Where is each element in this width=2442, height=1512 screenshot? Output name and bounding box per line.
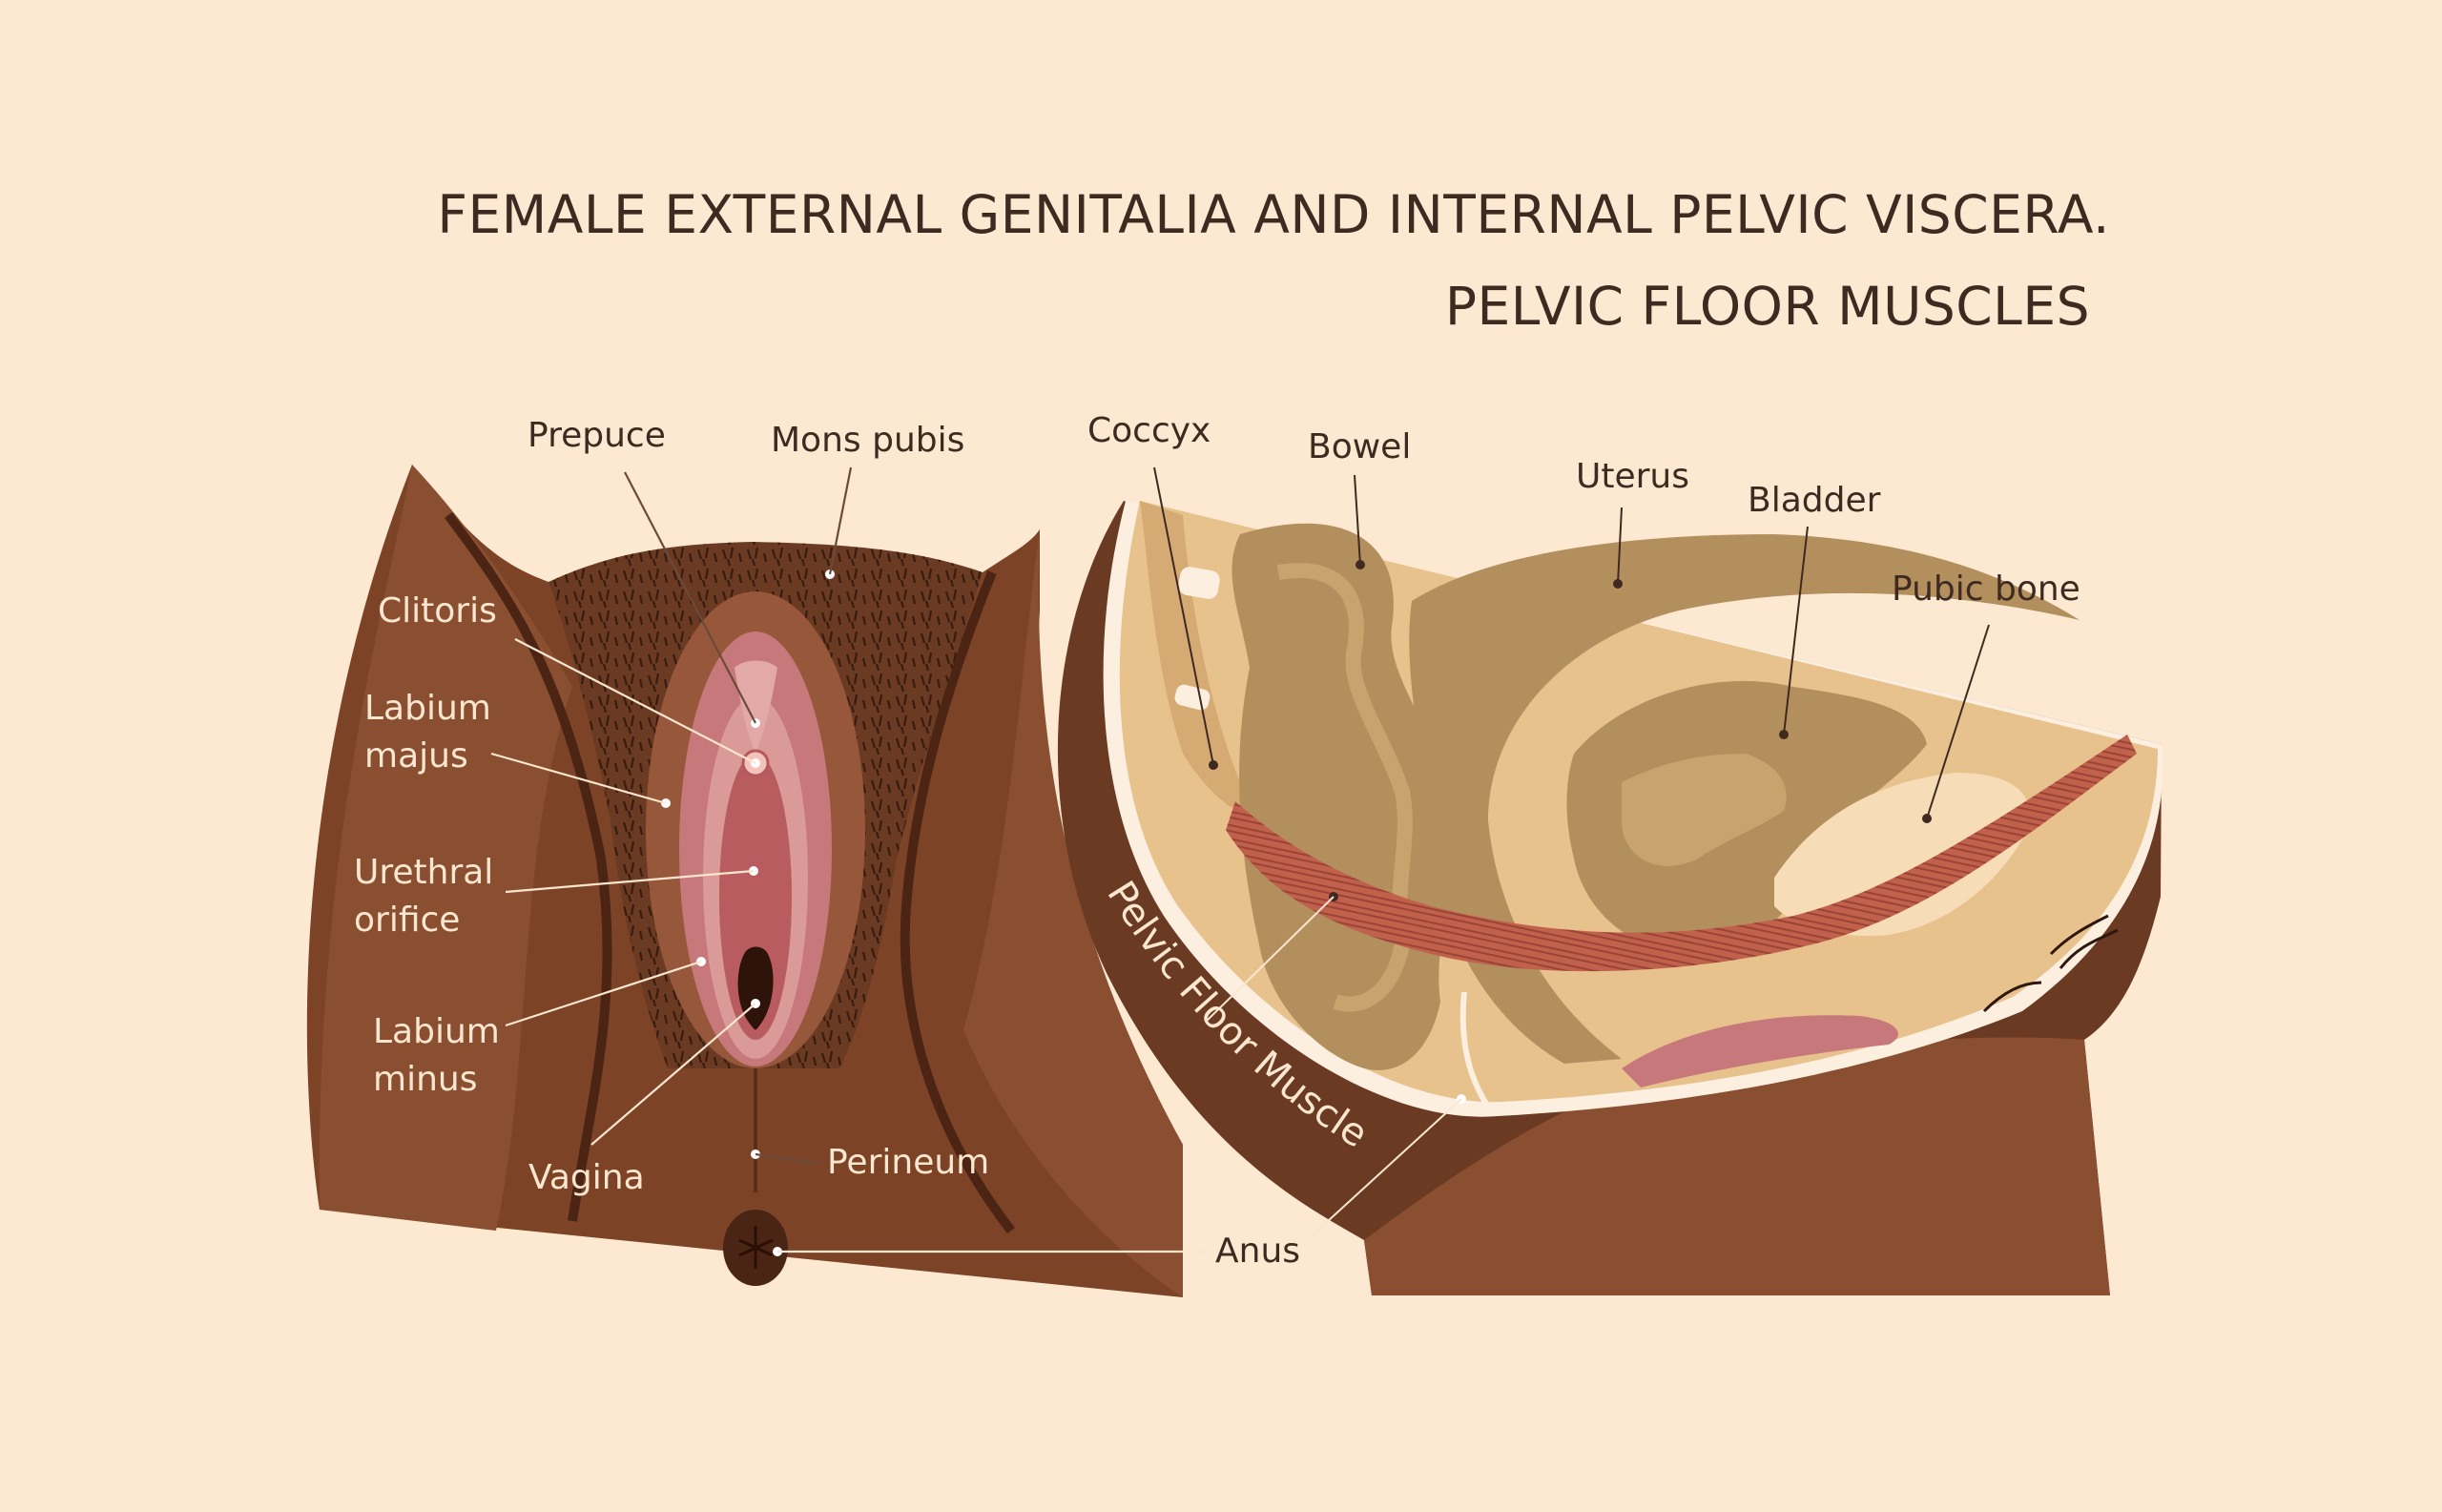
diagram-subtitle: PELVIC FLOOR MUSCLES (1444, 276, 2090, 337)
label-anus: Anus (1215, 1232, 1301, 1271)
pubic-bone-shape (1774, 773, 2030, 936)
label-vagina: Vagina (528, 1158, 645, 1197)
right-groin-crease (900, 570, 1015, 1234)
external-leader-lines (490, 466, 1204, 1253)
vertebra-1 (1178, 567, 1220, 599)
right-thigh (963, 529, 1183, 1297)
label-clitoris: Clitoris (378, 591, 497, 631)
external-genitalia-illustration (306, 465, 1204, 1297)
uterus-shape (1409, 534, 2080, 1064)
label-bladder: Bladder (1748, 481, 1881, 520)
label-uterus: Uterus (1576, 457, 1689, 496)
label-labium-majus: Labium majus (364, 689, 491, 776)
label-labium-minus: Labium minus (373, 1012, 500, 1099)
label-mons-pubis: Mons pubis (771, 421, 965, 460)
left-groin-crease (444, 512, 612, 1222)
pelvic-section-illustration: Pelvic Floor Muscle (1057, 466, 2163, 1295)
diagram-title: FEMALE EXTERNAL GENITALIA AND INTERNAL P… (437, 184, 2110, 245)
internal-leader-lines (1153, 466, 1990, 1243)
label-perineum: Perineum (827, 1143, 990, 1182)
label-prepuce: Prepuce (528, 416, 666, 455)
label-coccyx: Coccyx (1087, 411, 1211, 450)
prepuce-hood (735, 660, 777, 754)
vaginal-canal (1622, 1015, 1898, 1087)
pelvic-floor-muscle-shape (1226, 735, 2137, 972)
vaginal-opening (737, 946, 774, 1030)
sacrum (1140, 501, 1250, 816)
left-thigh (319, 465, 572, 1231)
label-bowel: Bowel (1308, 427, 1412, 466)
external-label-dots (661, 570, 835, 1256)
label-urethral-orifice: Urethral orifice (354, 853, 494, 940)
label-pubic-bone: Pubic bone (1892, 570, 2080, 609)
